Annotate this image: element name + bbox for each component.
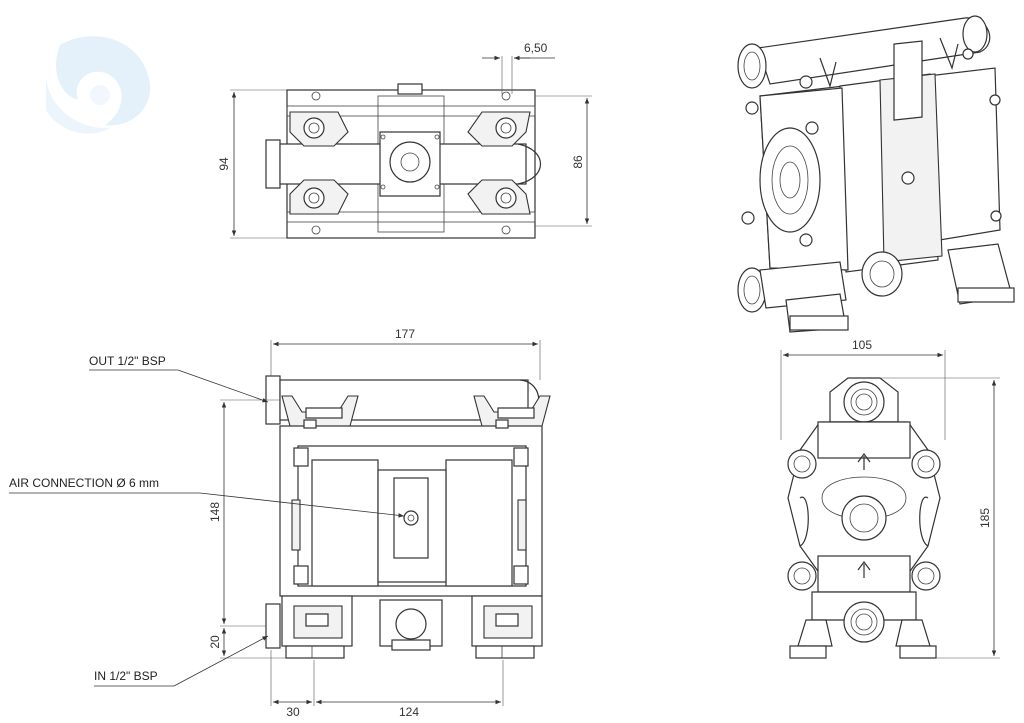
label-inlet: IN 1/2" BSP: [94, 669, 158, 683]
side-view: [787, 377, 941, 659]
dim-20: 20: [208, 635, 222, 649]
brand-logo-icon: [46, 36, 151, 134]
label-outlet: OUT 1/2" BSP: [89, 354, 166, 368]
dim-124: 124: [399, 705, 419, 719]
dim-105: 105: [852, 338, 872, 352]
dim-177: 177: [395, 327, 415, 341]
top-view: [265, 83, 542, 239]
label-air-connection: AIR CONNECTION Ø 6 mm: [9, 476, 159, 490]
isometric-view: [737, 15, 1015, 333]
dim-94: 94: [217, 157, 231, 171]
dim-30: 30: [286, 705, 300, 719]
dim-86: 86: [571, 155, 585, 169]
front-view: [265, 375, 551, 659]
dim-185: 185: [978, 508, 992, 528]
top-view-dimensions: 94 86 6,50: [217, 41, 592, 239]
side-view-dimensions: 105 185: [780, 338, 1000, 659]
dim-148: 148: [208, 502, 222, 522]
dim-6-50: 6,50: [524, 41, 548, 55]
front-view-dimensions: 177 148 20 30 124 OUT 1/2" BSP AIR CONNE…: [9, 327, 541, 719]
